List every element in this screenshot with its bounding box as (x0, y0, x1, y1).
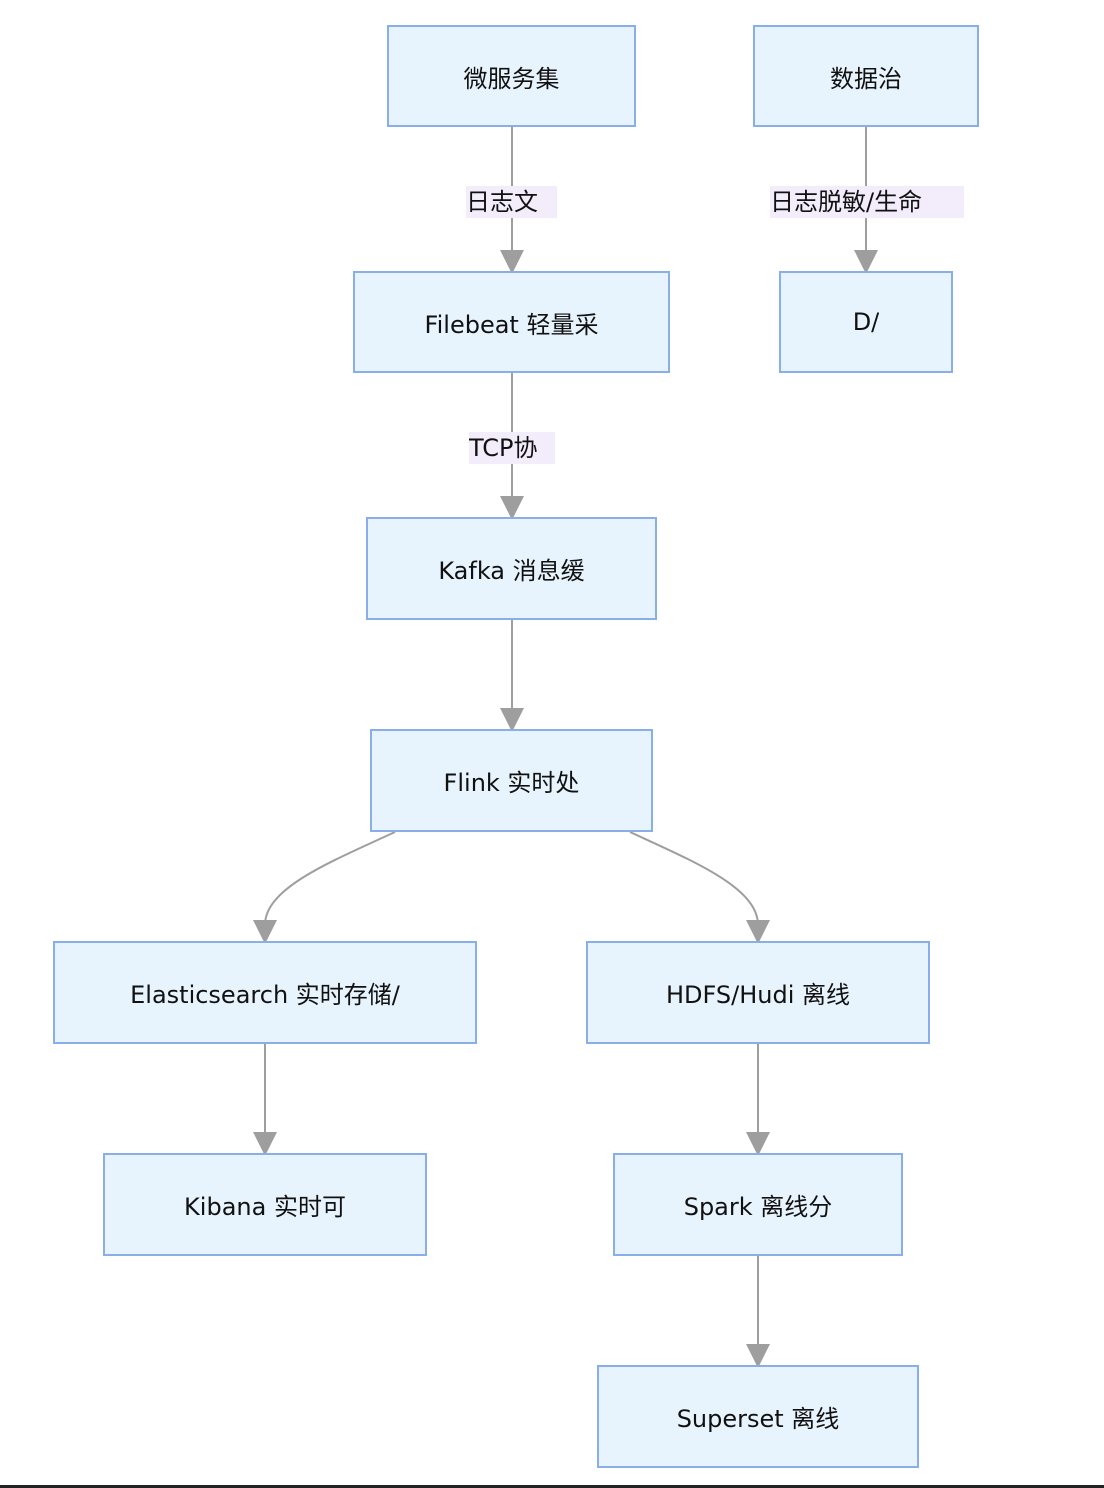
edge-label-tcp-text: TCP协 (469, 434, 538, 462)
node-dp: D/ (779, 271, 953, 373)
node-hdfs: HDFS/Hudi 离线 (586, 941, 930, 1044)
edge-label-log-files: 日志文 (466, 186, 557, 218)
node-filebeat-label: Filebeat 轻量采 (424, 310, 599, 339)
node-microservices-label: 微服务集 (463, 64, 560, 93)
node-dp-label: D/ (852, 308, 880, 336)
node-microservices: 微服务集 (387, 25, 636, 127)
edge-label-desensitize-text: 日志脱敏/生命 (770, 188, 923, 216)
node-kafka: Kafka 消息缓 (366, 517, 657, 620)
node-flink-label: Flink 实时处 (443, 769, 580, 797)
node-governance: 数据治 (753, 25, 979, 127)
node-flink: Flink 实时处 (370, 729, 653, 832)
edge-label-log-files-text: 日志文 (466, 188, 538, 216)
edge-label-tcp: TCP协 (469, 432, 555, 464)
node-superset-label: Superset 离线 (676, 1405, 840, 1433)
node-superset: Superset 离线 (597, 1365, 919, 1468)
edge-flink-hdfs (629, 831, 770, 944)
edge-label-desensitize: 日志脱敏/生命 (770, 186, 964, 218)
node-kibana-label: Kibana 实时可 (184, 1193, 346, 1221)
bottom-border (0, 1485, 1104, 1488)
node-governance-label: 数据治 (830, 64, 902, 93)
node-spark-label: Spark 离线分 (683, 1193, 833, 1221)
node-spark: Spark 离线分 (613, 1153, 903, 1256)
node-filebeat: Filebeat 轻量采 (353, 271, 670, 373)
node-elasticsearch: Elasticsearch 实时存储/ (53, 941, 477, 1044)
edge-flink-elasticsearch (253, 831, 396, 944)
node-kibana: Kibana 实时可 (103, 1153, 427, 1256)
node-elasticsearch-label: Elasticsearch 实时存储/ (130, 981, 400, 1009)
node-hdfs-label: HDFS/Hudi 离线 (665, 981, 851, 1009)
node-kafka-label: Kafka 消息缓 (438, 557, 585, 585)
